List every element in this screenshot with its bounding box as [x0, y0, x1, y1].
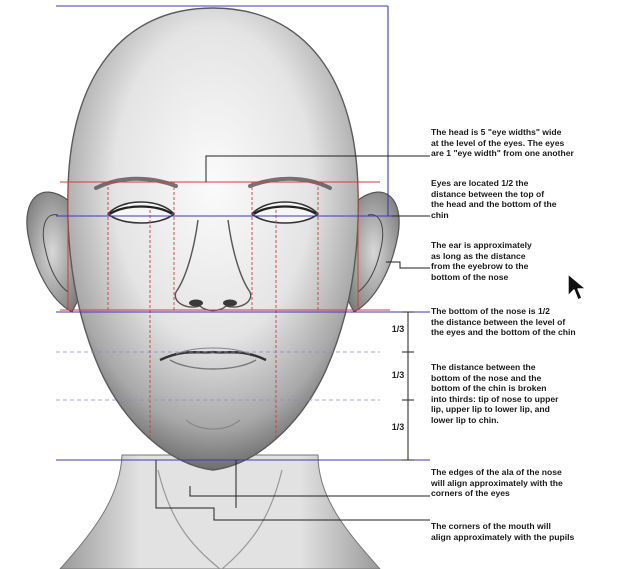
thirds-bracket [402, 312, 414, 460]
annotation-head-width: The head is 5 "eye widths" wide at the l… [431, 127, 574, 159]
annotation-nose-wings: The edges of the ala of the nose will al… [431, 467, 563, 499]
mouse-pointer-icon [566, 272, 588, 302]
head [68, 8, 358, 470]
annotation-nose-bottom: The bottom of the nose is 1/2 the distan… [431, 306, 576, 338]
annotation-lower-face-thirds: The distance between the bottom of the n… [431, 362, 558, 426]
fraction-label-bottom: 1/3 [388, 422, 408, 432]
annotation-mouth-corners: The corners of the mouth will align appr… [431, 521, 574, 542]
fraction-label-middle: 1/3 [388, 370, 408, 380]
fraction-label-top: 1/3 [388, 324, 408, 334]
neck [60, 455, 380, 569]
annotation-eye-level: Eyes are located 1/2 the distance betwee… [431, 178, 557, 220]
annotation-ear-length: The ear is approximately as long as the … [431, 240, 532, 282]
